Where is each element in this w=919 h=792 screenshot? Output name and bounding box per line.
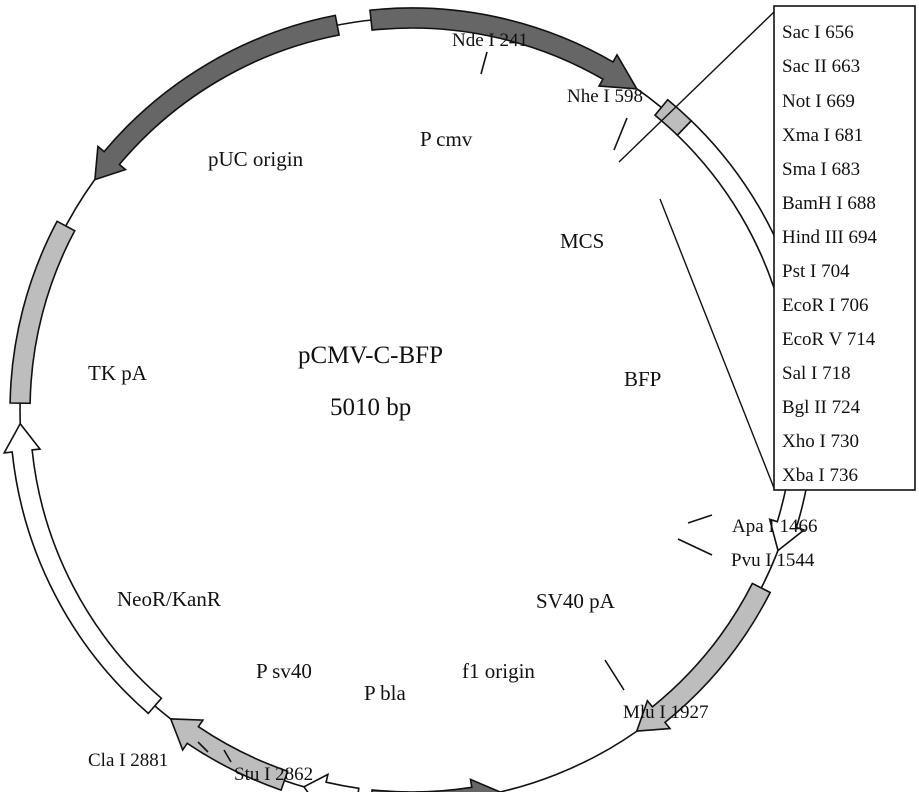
site-ticks xyxy=(197,51,713,763)
label-bfp: BFP xyxy=(624,367,661,391)
plasmid-size: 5010 bp xyxy=(330,394,411,421)
label-pbla: P bla xyxy=(364,681,406,705)
mcs-site: Hind III 694 xyxy=(782,227,877,248)
feature-f1origin xyxy=(371,778,502,792)
mcs-site-list: Sac I 656 Sac II 663 Not I 669 Xma I 681… xyxy=(782,22,877,486)
mcs-site: Xba I 736 xyxy=(782,465,858,486)
mcs-site: Xma I 681 xyxy=(782,125,863,146)
label-neor: NeoR/KanR xyxy=(117,587,221,611)
feature-neor xyxy=(2,422,163,715)
mcs-site: Sac I 656 xyxy=(782,22,854,43)
label-f1origin: f1 origin xyxy=(462,659,535,683)
mcs-site: EcoR V 714 xyxy=(782,329,876,350)
site-label-pvui: Pvu I 1544 xyxy=(731,550,815,571)
mcs-callout-box xyxy=(773,5,916,491)
mcs-site: Pst I 704 xyxy=(782,261,850,282)
mcs-site: Sac II 663 xyxy=(782,56,860,77)
tick-mlui xyxy=(604,659,625,691)
feature-tkpa xyxy=(9,220,76,405)
feature-pcmv xyxy=(369,7,639,90)
mcs-site: BamH I 688 xyxy=(782,193,876,214)
tick-nhei xyxy=(613,117,628,151)
tick-stui xyxy=(223,749,232,763)
feature-puc xyxy=(93,14,341,181)
site-label-apai: Apa I 1466 xyxy=(732,516,817,537)
label-psv40: P sv40 xyxy=(256,659,312,683)
site-label-ndei: Nde I 241 xyxy=(452,30,528,51)
mcs-site: Sal I 718 xyxy=(782,363,851,384)
site-label-nhei: Nhe I 598 xyxy=(567,86,643,107)
site-label-stui: Stu I 2862 xyxy=(234,764,313,785)
label-pcmv: P cmv xyxy=(420,127,473,151)
mcs-connector-top xyxy=(618,11,775,163)
label-sv40pa: SV40 pA xyxy=(536,589,616,613)
feature-psv40 xyxy=(169,718,289,792)
feature-sv40pa xyxy=(635,582,772,732)
mcs-site: Sma I 683 xyxy=(782,159,860,180)
tick-ndei xyxy=(480,51,488,75)
mcs-site: Xho I 730 xyxy=(782,431,859,452)
tick-apai xyxy=(687,514,713,524)
label-tkpa: TK pA xyxy=(88,361,148,385)
mcs-site: Not I 669 xyxy=(782,91,855,112)
tick-clai xyxy=(197,741,209,753)
mcs-site: EcoR I 706 xyxy=(782,295,869,316)
mcs-connector-bottom xyxy=(659,198,775,489)
label-mcs: MCS xyxy=(560,229,604,253)
tick-pvui xyxy=(677,538,713,556)
label-puc: pUC origin xyxy=(208,147,304,171)
feature-pbla xyxy=(302,772,360,792)
mcs-site: Bgl II 724 xyxy=(782,397,861,418)
site-label-clai: Cla I 2881 xyxy=(88,750,168,771)
site-label-mlui: Mlu I 1927 xyxy=(623,702,709,723)
plasmid-name: pCMV-C-BFP xyxy=(298,342,443,369)
